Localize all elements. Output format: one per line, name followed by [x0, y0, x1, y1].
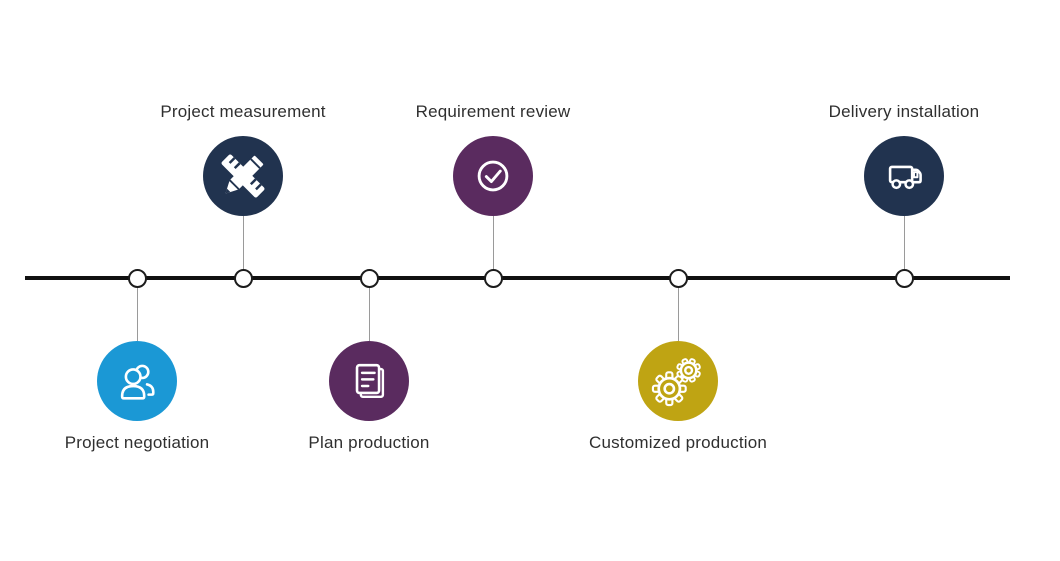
- timeline-dot: [483, 268, 503, 288]
- step-circle: [864, 136, 944, 216]
- step-circle: [203, 136, 283, 216]
- timeline-line: [25, 276, 1010, 280]
- check-circle-icon: [477, 160, 509, 192]
- timeline-dot: [127, 268, 147, 288]
- ruler-pencil-icon: [221, 154, 265, 198]
- people-icon: [120, 364, 155, 400]
- step-label: Requirement review: [415, 102, 571, 121]
- timeline-dot: [359, 268, 379, 288]
- connector-line: [492, 216, 494, 269]
- step-circle: [97, 341, 177, 421]
- step-circle: [453, 136, 533, 216]
- step-label: Customized production: [588, 433, 768, 452]
- timeline-dot: [894, 268, 914, 288]
- step-label: Project negotiation: [64, 433, 210, 452]
- truck-icon: [888, 165, 922, 190]
- gears-icon: [651, 358, 701, 407]
- connector-line: [368, 288, 370, 341]
- step-label: Delivery installation: [828, 102, 980, 121]
- timeline-dot: [668, 268, 688, 288]
- timeline-dot: [233, 268, 253, 288]
- connector-line: [677, 288, 679, 341]
- step-label: Project measurement: [160, 102, 326, 121]
- step-circle: [638, 341, 718, 421]
- connector-line: [242, 216, 244, 269]
- document-icon: [355, 363, 385, 399]
- step-label: Plan production: [308, 433, 430, 452]
- connector-line: [136, 288, 138, 341]
- connector-line: [903, 216, 905, 269]
- step-circle: [329, 341, 409, 421]
